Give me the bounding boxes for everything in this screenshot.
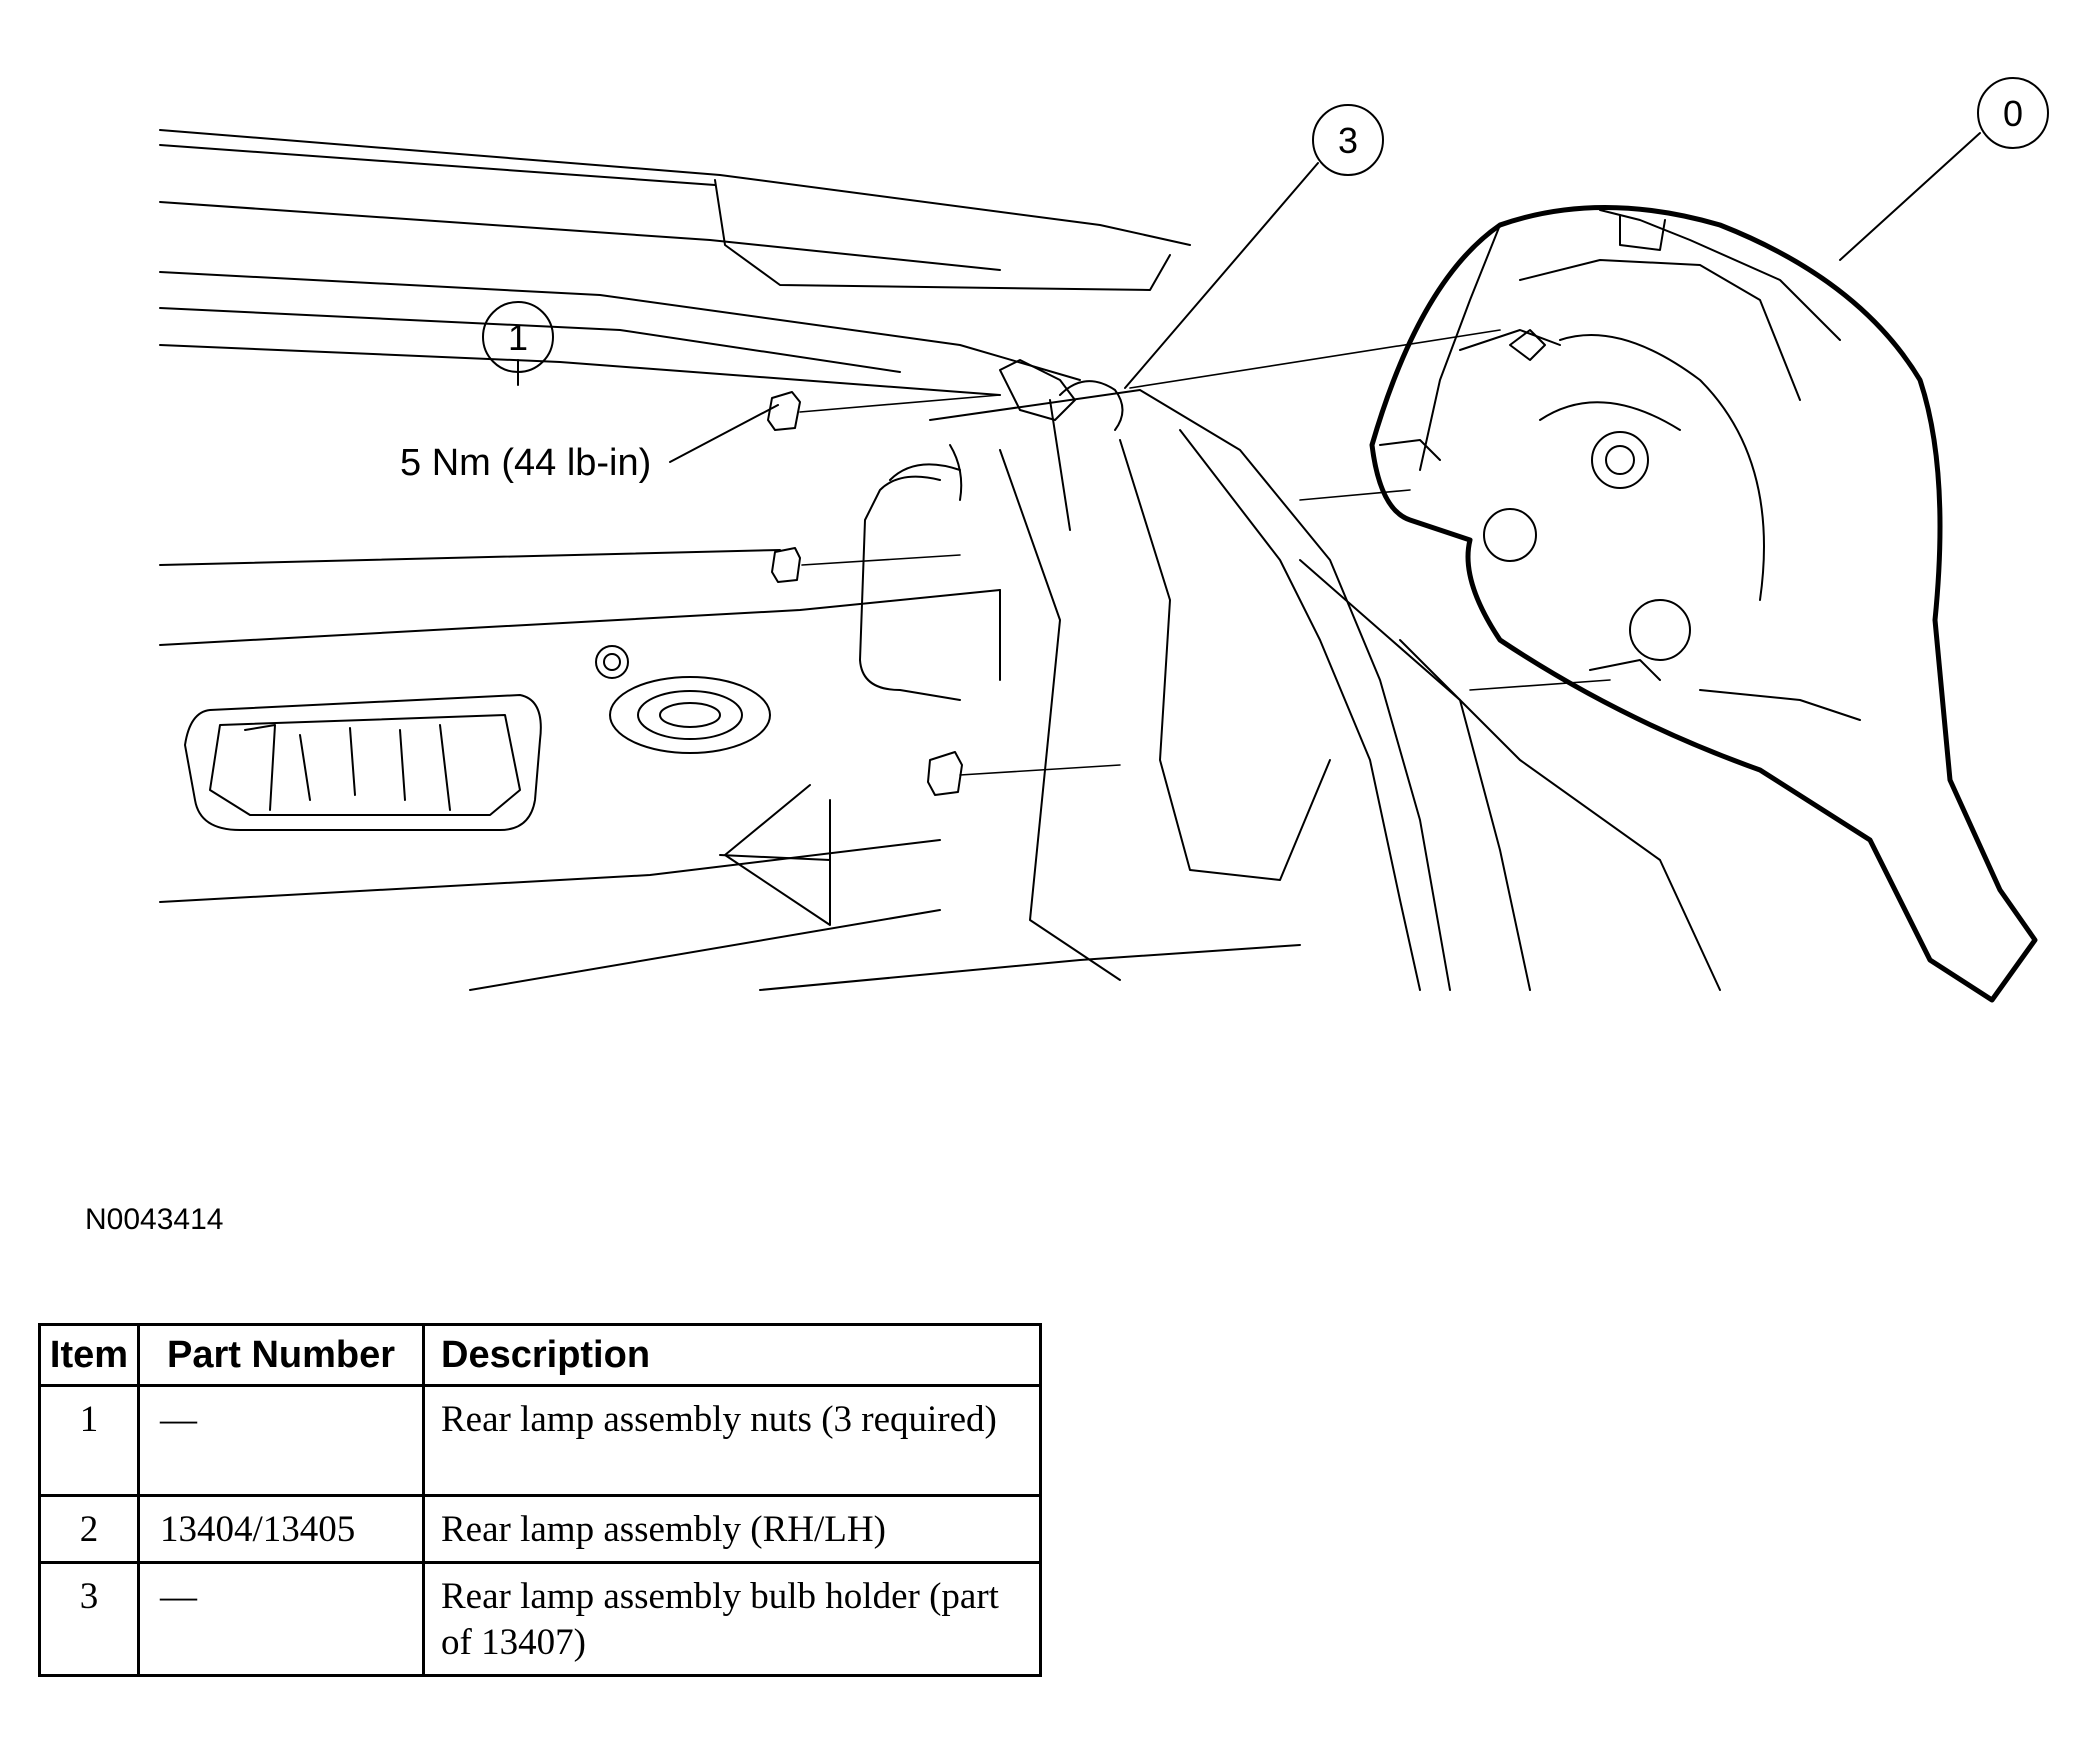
parts-table: Item Part Number Description 1 — Rear la…: [38, 1323, 1042, 1677]
cell-description: Rear lamp assembly nuts (3 required): [422, 1384, 1042, 1497]
figure-id: N0043414: [85, 1203, 224, 1236]
callout-label-0: 0: [2003, 93, 2023, 134]
callout-label-1: 1: [508, 317, 528, 358]
cell-item: 3: [38, 1561, 140, 1677]
license-lamp-housing: [184, 694, 542, 831]
header-description: Description: [422, 1323, 1042, 1387]
rear-panel-linework: [929, 389, 1721, 991]
rear-lamp-installation-diagram: 1 3 0 5 Nm (44 lb-in): [159, 77, 2049, 1003]
header-part-number: Part Number: [137, 1323, 425, 1387]
alignment-lines: [799, 329, 1611, 776]
cell-part-number: 13404/13405: [137, 1494, 425, 1564]
callout-circle-0: [1977, 77, 2049, 149]
cell-part-number: —: [137, 1561, 425, 1677]
wiring-harness: [859, 444, 963, 701]
cell-item: 2: [38, 1494, 140, 1564]
header-item: Item: [38, 1323, 140, 1387]
vehicle-body-linework: [159, 129, 1301, 991]
cell-description: Rear lamp assembly bulb holder (part of …: [422, 1561, 1042, 1677]
table-row: 2 13404/13405 Rear lamp assembly (RH/LH): [38, 1494, 1042, 1564]
nut-fastener-icons: [767, 391, 963, 796]
cell-part-number: —: [137, 1384, 425, 1497]
cell-item: 1: [38, 1384, 140, 1497]
table-row: 1 — Rear lamp assembly nuts (3 required): [38, 1384, 1042, 1497]
callout-circle-3: [1312, 104, 1384, 176]
table-header-row: Item Part Number Description: [38, 1323, 1042, 1387]
callout-label-3: 3: [1338, 120, 1358, 161]
cell-description: Rear lamp assembly (RH/LH): [422, 1494, 1042, 1564]
grommet: [595, 645, 771, 754]
rear-lamp-assembly: [1369, 205, 2038, 1003]
callout-leaders: [517, 132, 1981, 463]
bulb-holder: [999, 359, 1124, 431]
torque-spec-label: 5 Nm (44 lb-in): [400, 442, 651, 484]
callout-circle-1: [482, 301, 554, 373]
table-row: 3 — Rear lamp assembly bulb holder (part…: [38, 1561, 1042, 1677]
